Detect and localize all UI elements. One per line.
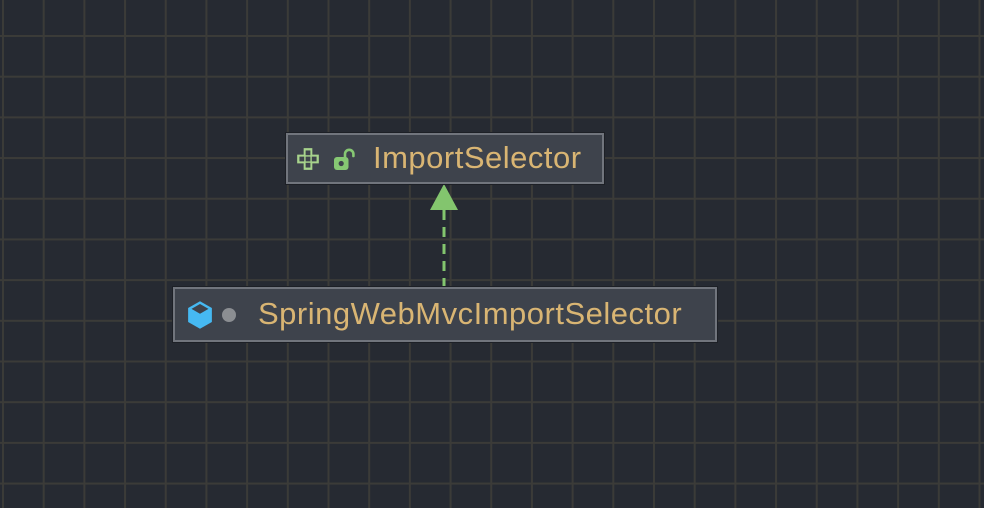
realization-edge[interactable] <box>430 184 458 288</box>
edge-arrowhead-icon <box>430 184 458 210</box>
node-importselector[interactable]: ImportSelector <box>286 133 604 184</box>
node-springwebmvcimportselector[interactable]: SpringWebMvcImportSelector <box>173 287 717 342</box>
class-cube-icon <box>188 300 212 329</box>
interface-icon <box>297 147 319 170</box>
unlocked-lock-icon <box>334 148 355 170</box>
node-label: SpringWebMvcImportSelector <box>258 296 683 331</box>
package-private-dot-icon <box>222 307 236 322</box>
node-label: ImportSelector <box>373 140 582 175</box>
